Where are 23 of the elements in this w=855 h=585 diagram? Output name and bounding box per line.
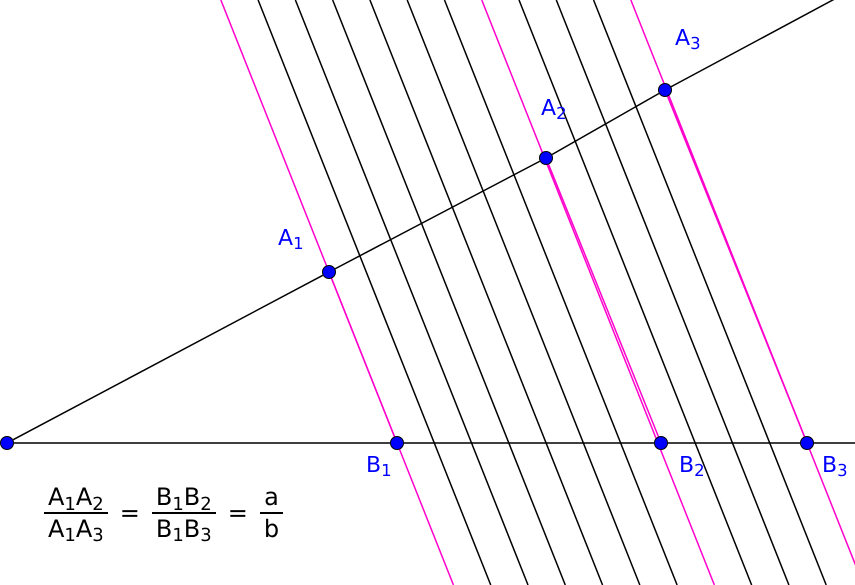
line-segment — [14, 442, 390, 444]
fraction-numerator: a — [263, 482, 280, 512]
line-segment — [334, 160, 540, 270]
point-label: B$_{1}$ — [366, 455, 392, 477]
fraction-denominator: A$_{1}$A$_{3}$ — [47, 514, 105, 544]
point-label: A$_{1}$ — [278, 228, 304, 250]
fraction-numerator: A$_{1}$A$_{2}$ — [47, 482, 105, 512]
point-label: A$_{3}$ — [675, 28, 701, 50]
line-segment — [12, 274, 324, 440]
parallel-line — [330, 278, 396, 437]
point-label: A$_{2}$ — [541, 98, 567, 120]
parallel-line — [666, 96, 806, 437]
equals-sign: = — [226, 498, 249, 529]
line-segment — [404, 442, 654, 444]
equals-sign: = — [118, 498, 141, 529]
line-segment — [552, 92, 660, 156]
point-label: B$_{2}$ — [679, 455, 705, 477]
fraction-denominator: B$_{1}$B$_{3}$ — [154, 514, 213, 544]
parallel-line — [548, 164, 660, 437]
point-label: B$_{3}$ — [822, 455, 848, 477]
fraction-numerator: B$_{1}$B$_{2}$ — [154, 482, 213, 512]
line-segment — [668, 442, 800, 444]
fraction-denominator: b — [262, 514, 280, 544]
